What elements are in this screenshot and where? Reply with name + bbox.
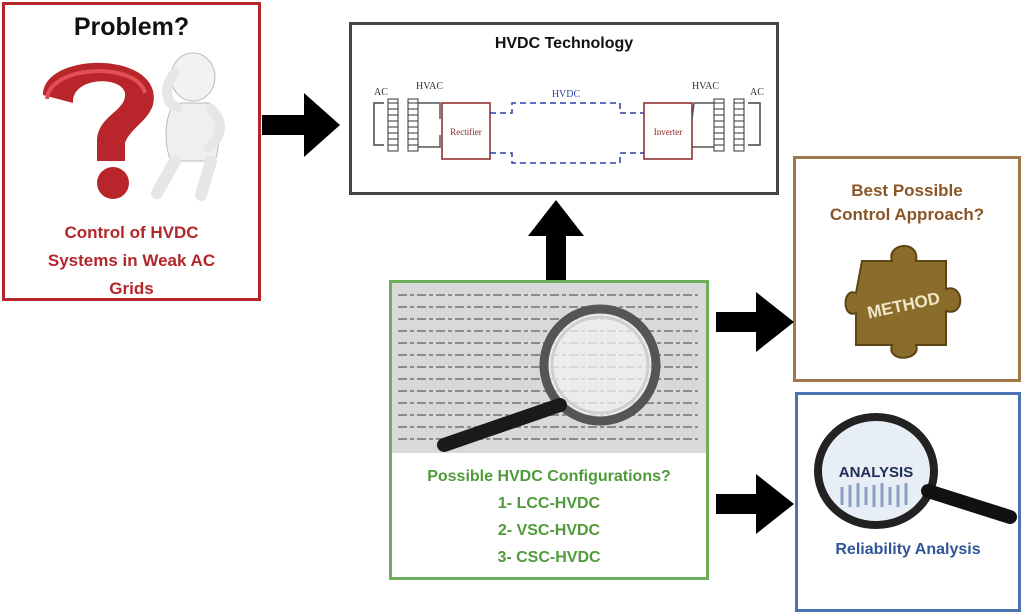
label-ac-left: AC [374, 87, 388, 98]
method-title: Best Possible Control Approach? [796, 179, 1018, 227]
label-ac-right: AC [750, 87, 764, 98]
arrow-config-to-method [716, 292, 794, 352]
magnifier-on-document-icon [392, 283, 706, 453]
arrow-config-to-reliability [716, 474, 794, 534]
reliability-caption: Reliability Analysis [835, 541, 981, 558]
arrow-problem-to-hvdc [262, 93, 340, 157]
label-inverter: Inverter [654, 127, 682, 137]
configurations-list: Possible HVDC Configurations? 1- LCC-HVD… [392, 463, 706, 571]
hvdc-technology-title: HVDC Technology [494, 35, 634, 52]
problem-box: Problem? Control of HVDC Systems in Weak… [2, 2, 261, 301]
analysis-magnifier-icon: ANALYSIS [814, 413, 1017, 529]
problem-caption-line: Systems in Weak AC [47, 251, 216, 270]
problem-caption-line: Grids [109, 279, 154, 298]
label-rectifier: Rectifier [450, 127, 481, 137]
method-box: Best Possible Control Approach? METHOD [793, 156, 1021, 382]
configuration-item: 1- LCC-HVDC [497, 495, 601, 512]
problem-caption-line: Control of HVDC [64, 223, 199, 242]
problem-title: Problem? [73, 13, 190, 41]
configurations-box: Possible HVDC Configurations? 1- LCC-HVD… [389, 280, 709, 580]
configuration-item: 3- CSC-HVDC [497, 549, 601, 566]
problem-caption: Control of HVDC Systems in Weak AC Grids [15, 219, 248, 303]
configurations-heading: Possible HVDC Configurations? [427, 468, 671, 485]
method-title-line: Control Approach? [829, 205, 985, 224]
method-title-line: Best Possible [851, 181, 963, 200]
configuration-item: 2- VSC-HVDC [497, 522, 601, 539]
reliability-box: ANALYSIS Reliability Analysis [795, 392, 1021, 612]
thinking-figure-icon [43, 52, 225, 201]
label-hvac-left: HVAC [416, 81, 443, 92]
arrow-config-to-hvdc [528, 200, 584, 280]
analysis-text: ANALYSIS [839, 464, 913, 481]
hvdc-schematic: AC HVAC Rectifier HVDC Inverter HVAC AC [373, 81, 764, 164]
hvdc-technology-box: HVDC Technology AC HVAC Rectifier HVDC I… [349, 22, 779, 195]
label-hvac-right: HVAC [692, 81, 719, 92]
puzzle-piece-icon: METHOD [844, 245, 962, 359]
label-hvdc: HVDC [552, 89, 581, 100]
